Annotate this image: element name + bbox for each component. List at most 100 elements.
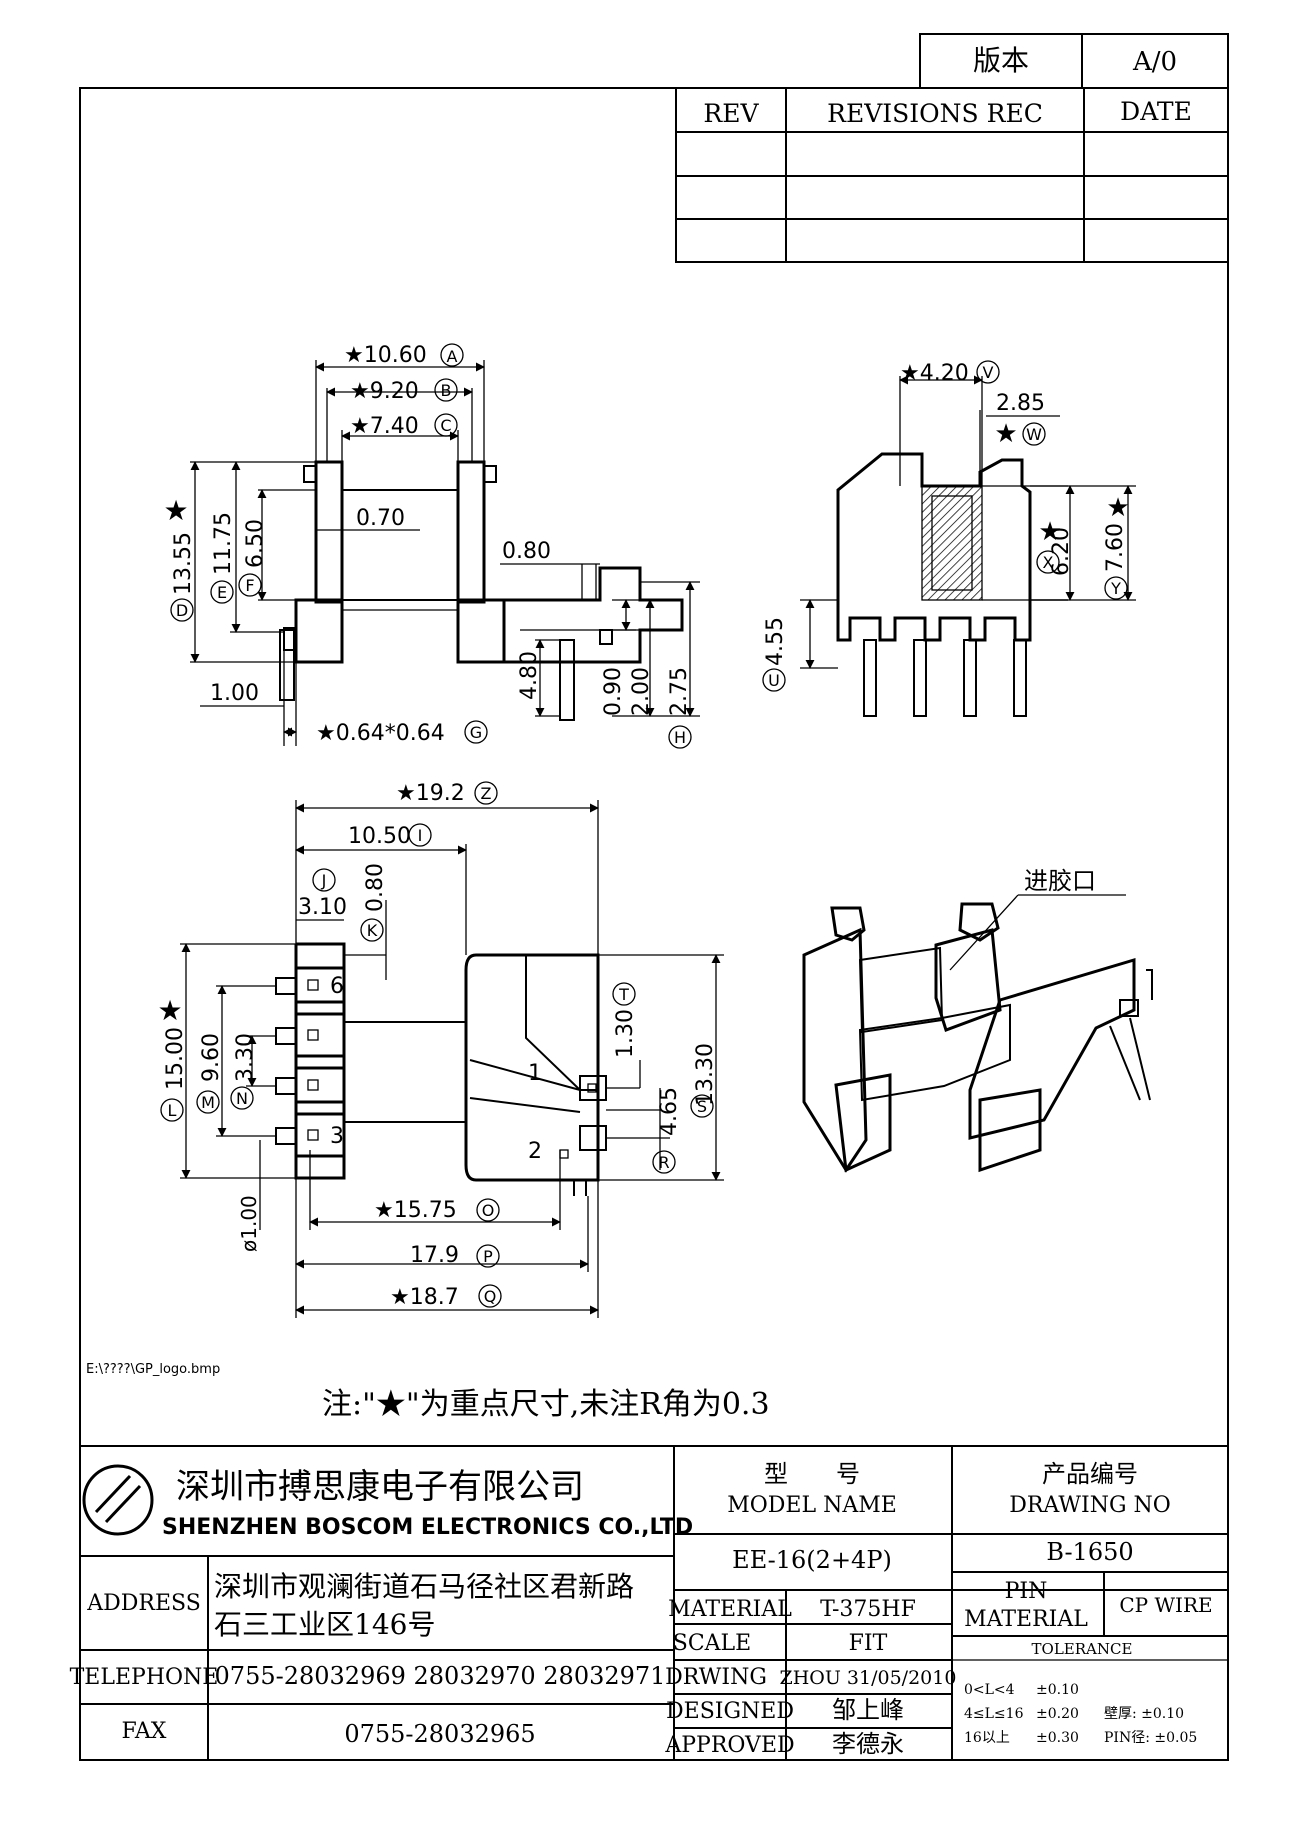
dim-Z-value: ★19.2 bbox=[396, 781, 465, 806]
drawing-by-value: ZHOU 31/05/2010 bbox=[780, 1667, 957, 1689]
pin-material-label: MATERIAL bbox=[964, 1607, 1088, 1632]
dim-L-star: ★ bbox=[157, 994, 182, 1027]
dim-H-marker bbox=[668, 725, 692, 749]
dim-N-marker bbox=[230, 1086, 254, 1110]
dim-U-letter: U bbox=[768, 671, 780, 690]
dim-D-marker bbox=[170, 598, 194, 622]
dim-H-value: 2.75 bbox=[667, 667, 692, 716]
dim-R-value: 4.65 bbox=[657, 1087, 682, 1136]
dim-I-marker bbox=[408, 823, 432, 847]
drawing-label-cn: 产品编号 bbox=[1042, 1460, 1138, 1488]
dim-3.10: 3.10 bbox=[298, 895, 347, 920]
dim-B-letter: B bbox=[441, 381, 452, 400]
dim-I-value: 10.50 bbox=[348, 824, 411, 849]
dim-P-marker bbox=[476, 1244, 500, 1268]
drawing-by-label: DRWING bbox=[665, 1665, 767, 1690]
dim-T-letter: T bbox=[618, 985, 629, 1004]
model-value: EE-16(2+4P) bbox=[732, 1546, 892, 1574]
dim-F-marker bbox=[238, 573, 262, 597]
model-label-cn: 型 号 bbox=[764, 1460, 860, 1488]
drawing-label-en: DRAWING NO bbox=[1009, 1493, 1171, 1518]
tol-row1-range: 0<L<4 bbox=[964, 1682, 1015, 1698]
dim-L-value: 15.00 bbox=[163, 1027, 188, 1090]
dim-B-value: ★9.20 bbox=[350, 379, 419, 404]
dim-N-value: 3.30 bbox=[233, 1033, 258, 1082]
approved-value: 李德永 bbox=[832, 1730, 904, 1758]
dim-Q-value: ★18.7 bbox=[390, 1285, 459, 1310]
dim-L-marker bbox=[160, 1098, 184, 1122]
company-name-cn: 深圳市搏思康电子有限公司 bbox=[176, 1467, 584, 1507]
telephone-value: 0755-28032969 28032970 28032971 bbox=[215, 1662, 666, 1690]
dim-R-letter: R bbox=[658, 1153, 669, 1172]
dim-S-marker bbox=[690, 1094, 714, 1118]
bottom-view bbox=[180, 800, 724, 1318]
dim-O-letter: O bbox=[482, 1201, 495, 1220]
dim-Q-marker bbox=[478, 1284, 502, 1308]
dim-Y-star: ★ bbox=[1106, 493, 1129, 523]
dim-P-letter: P bbox=[483, 1247, 493, 1266]
dim-Y-value: 7.60 bbox=[1103, 523, 1128, 572]
dim-O-value: ★15.75 bbox=[374, 1198, 457, 1223]
dim-M-letter: M bbox=[201, 1093, 215, 1112]
dim-X-value: 6.20 bbox=[1049, 527, 1074, 576]
fax-value: 0755-28032965 bbox=[344, 1720, 535, 1748]
address-line2: 石三工业区146号 bbox=[214, 1608, 435, 1641]
tol-row3-extra: PIN径: ±0.05 bbox=[1104, 1730, 1197, 1746]
scale-label: SCALE bbox=[673, 1631, 751, 1656]
pin-label-6: 6 bbox=[330, 974, 344, 999]
dim-A-marker bbox=[440, 343, 464, 367]
dim-I-letter: I bbox=[418, 826, 423, 845]
revision-table: REV REVISIONS REC DATE bbox=[675, 87, 1229, 263]
dim-V-letter: V bbox=[983, 363, 994, 382]
telephone-label: TELEPHONE bbox=[70, 1665, 219, 1690]
dim-2.85: 2.85 bbox=[996, 391, 1045, 416]
designed-label: DESIGNED bbox=[666, 1699, 794, 1724]
dim-F-value: 6.50 bbox=[243, 519, 268, 568]
dim-Z-letter: Z bbox=[481, 784, 492, 803]
dim-D-star: ★ bbox=[163, 494, 188, 527]
dim-R-marker bbox=[652, 1150, 676, 1174]
tol-row2-range: 4≤L≤16 bbox=[964, 1706, 1024, 1722]
address-label: ADDRESS bbox=[86, 1591, 201, 1616]
company-name-en: SHENZHEN BOSCOM ELECTRONICS CO.,LTD bbox=[162, 1515, 693, 1540]
dim-X-letter: X bbox=[1043, 553, 1054, 572]
dim-A-letter: A bbox=[447, 347, 458, 366]
note-text: 注:"★"为重点尺寸,未注R角为0.3 bbox=[322, 1387, 770, 1422]
logo-path-text: E:\????\GP_logo.bmp bbox=[86, 1362, 220, 1377]
dim-E-letter: E bbox=[217, 583, 227, 602]
front-view bbox=[190, 360, 700, 746]
version-box: 版本 A/0 bbox=[919, 33, 1229, 89]
dim-Y-marker bbox=[1104, 576, 1128, 600]
dim-T-value: 1.30 bbox=[613, 1009, 638, 1058]
pin-material-value: CP WIRE bbox=[1119, 1593, 1212, 1617]
dim-B-marker bbox=[434, 378, 458, 402]
dim-1.00: 1.00 bbox=[210, 681, 259, 706]
title-block bbox=[80, 1445, 1228, 1760]
material-value: T-375HF bbox=[820, 1597, 916, 1622]
rev-header: REV bbox=[703, 99, 759, 128]
dim-Y-letter: Y bbox=[1110, 579, 1121, 598]
dim-U-marker bbox=[762, 668, 786, 692]
dim-0.80-top: 0.80 bbox=[502, 539, 551, 564]
dim-G-marker bbox=[464, 720, 488, 744]
dim-0.90: 0.90 bbox=[601, 667, 626, 716]
pin-label-2: 2 bbox=[528, 1139, 542, 1164]
dim-T-marker bbox=[612, 982, 636, 1006]
dim-P-value: 17.9 bbox=[410, 1243, 459, 1268]
pin-label: PIN bbox=[1005, 1579, 1048, 1604]
dim-J-marker bbox=[312, 868, 336, 892]
dim-U-value: 4.55 bbox=[763, 617, 788, 666]
material-label: MATERIAL bbox=[668, 1597, 792, 1622]
dim-A-value: ★10.60 bbox=[344, 343, 427, 368]
dim-W-letter: W bbox=[1026, 425, 1042, 444]
dim-0.70: 0.70 bbox=[356, 506, 405, 531]
address-line1: 深圳市观澜街道石马径社区君新路 bbox=[214, 1570, 634, 1603]
tolerance-label: TOLERANCE bbox=[1032, 1640, 1133, 1658]
dim-C-marker bbox=[434, 413, 458, 437]
dim-G-letter: G bbox=[470, 723, 482, 742]
gate-label: 进胶口 bbox=[1024, 867, 1096, 895]
tol-row2-value: ±0.20 bbox=[1036, 1706, 1079, 1722]
tol-row3-range: 16以上 bbox=[964, 1730, 1010, 1746]
dim-Q-letter: Q bbox=[484, 1287, 497, 1306]
